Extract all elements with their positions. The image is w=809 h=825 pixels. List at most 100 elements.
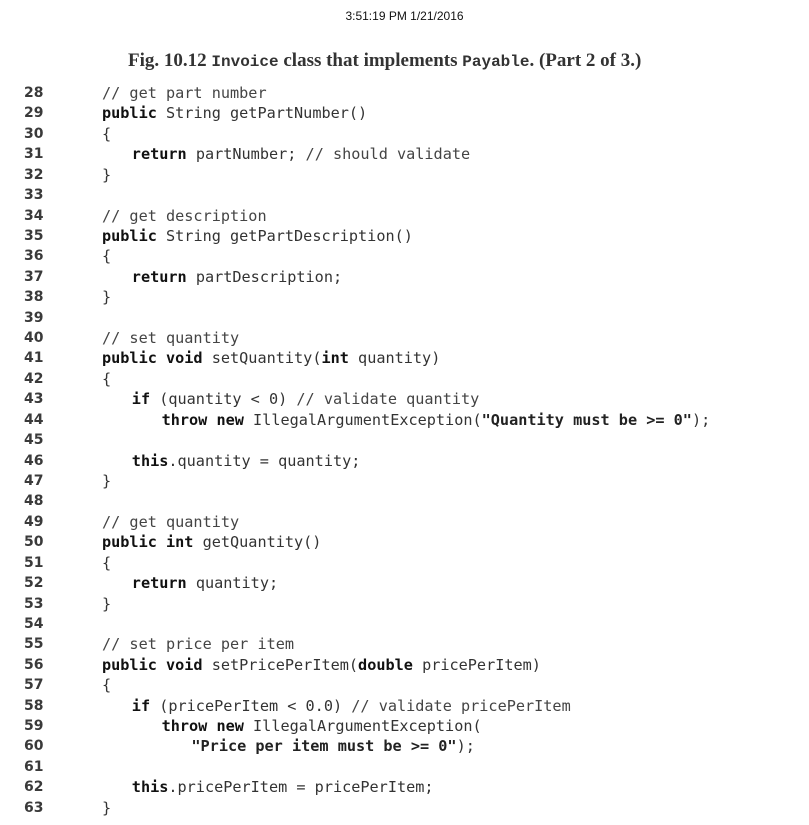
code-token: } xyxy=(102,288,112,307)
comment: // get description xyxy=(102,206,267,225)
code-token: quantity; xyxy=(186,574,279,593)
code-text: // set price per item xyxy=(102,634,294,654)
line-number: 41 xyxy=(24,350,44,367)
line-number: 44 xyxy=(24,411,44,428)
line-number: 46 xyxy=(24,452,44,469)
code-text: public int getQuantity() xyxy=(102,532,321,552)
code-text: { xyxy=(102,675,111,695)
line-number: 48 xyxy=(24,493,44,510)
code-text: } xyxy=(102,594,111,614)
line-number: 55 xyxy=(24,636,44,653)
code-token: { xyxy=(102,553,112,572)
code-token: setPricePerItem( xyxy=(202,655,359,674)
code-text: // get part number xyxy=(102,83,267,103)
line-number: 32 xyxy=(24,166,44,183)
code-text: return partDescription; xyxy=(132,267,342,287)
line-number: 37 xyxy=(24,268,44,285)
code-token: IllegalArgumentException( xyxy=(243,410,482,429)
code-token: .quantity = quantity; xyxy=(168,451,361,470)
keyword: public void xyxy=(102,349,203,368)
line-number: 38 xyxy=(24,289,44,306)
line-number: 30 xyxy=(24,125,44,142)
line-number: 63 xyxy=(24,799,44,816)
line-number: 29 xyxy=(24,105,44,122)
line-number: 50 xyxy=(24,534,44,551)
code-token: quantity) xyxy=(348,349,441,368)
line-number: 34 xyxy=(24,207,44,224)
line-number: 57 xyxy=(24,677,44,694)
code-text: } xyxy=(102,287,111,307)
code-text: } xyxy=(102,165,111,185)
code-text: throw new IllegalArgumentException( xyxy=(162,716,482,736)
code-token: { xyxy=(102,124,112,143)
code-text: public String getPartDescription() xyxy=(102,226,413,246)
line-number: 54 xyxy=(24,615,44,632)
caption-interface-name: Payable xyxy=(462,53,530,71)
comment: // validate pricePerItem xyxy=(351,696,571,715)
code-token: } xyxy=(102,798,112,817)
code-text: // set quantity xyxy=(102,328,239,348)
line-number: 33 xyxy=(24,187,44,204)
timestamp: 3:51:19 PM 1/21/2016 xyxy=(345,9,464,23)
keyword: public void xyxy=(102,655,203,674)
keyword: return xyxy=(131,574,187,593)
keyword: return xyxy=(131,267,187,286)
line-number: 59 xyxy=(24,718,44,735)
keyword: this xyxy=(131,451,169,470)
keyword: return xyxy=(131,145,187,164)
caption-class-name: Invoice xyxy=(211,53,279,71)
line-number: 62 xyxy=(24,779,44,796)
line-number: 36 xyxy=(24,248,44,265)
caption-middle: class that implements xyxy=(278,50,463,71)
code-token: ); xyxy=(456,737,475,756)
code-text: { xyxy=(102,246,111,266)
code-token: { xyxy=(102,676,112,695)
code-token: { xyxy=(102,369,112,388)
line-number: 28 xyxy=(24,85,44,101)
string-literal: "Quantity must be >= 0" xyxy=(481,410,692,429)
keyword: throw new xyxy=(161,410,244,429)
code-token: IllegalArgumentException( xyxy=(243,717,482,736)
code-text: this.quantity = quantity; xyxy=(132,451,361,471)
line-number: 40 xyxy=(24,330,44,347)
code-text: if (quantity < 0) // validate quantity xyxy=(132,389,479,409)
comment: // should validate xyxy=(305,145,471,164)
code-token: partNumber; xyxy=(186,145,306,164)
line-number: 42 xyxy=(24,370,44,387)
code-text: // get quantity xyxy=(102,512,239,532)
code-text: { xyxy=(102,369,111,389)
code-text: public void setPricePerItem(double price… xyxy=(102,655,541,675)
keyword: public xyxy=(102,104,157,123)
code-text: this.pricePerItem = pricePerItem; xyxy=(132,777,434,797)
keyword: int xyxy=(321,349,349,368)
comment: // set quantity xyxy=(102,329,240,348)
code-token: } xyxy=(102,594,112,613)
comment: // get quantity xyxy=(102,512,240,531)
code-token: String getPartNumber() xyxy=(156,104,368,123)
code-text: { xyxy=(102,553,111,573)
keyword: public int xyxy=(102,533,194,552)
code-text: "Price per item must be >= 0"); xyxy=(191,736,474,756)
code-text: } xyxy=(102,798,111,818)
line-number: 56 xyxy=(24,656,44,673)
caption-suffix: . (Part 2 of 3.) xyxy=(529,50,642,71)
code-token: .pricePerItem = pricePerItem; xyxy=(168,778,434,797)
keyword: this xyxy=(131,778,169,797)
line-number: 43 xyxy=(24,391,44,408)
keyword: double xyxy=(358,655,413,674)
code-token: setQuantity( xyxy=(202,349,322,368)
code-token: } xyxy=(102,165,112,184)
keyword: public xyxy=(102,226,157,245)
code-token: (quantity < 0) xyxy=(150,390,297,409)
code-text: return quantity; xyxy=(132,573,278,593)
code-text: } xyxy=(102,471,111,491)
code-text: if (pricePerItem < 0.0) // validate pric… xyxy=(132,696,571,716)
keyword: if xyxy=(131,696,151,715)
code-text: public void setQuantity(int quantity) xyxy=(102,348,440,368)
code-text: throw new IllegalArgumentException("Quan… xyxy=(162,410,711,430)
comment: // get part number xyxy=(102,84,267,102)
line-number: 47 xyxy=(24,472,44,489)
line-number: 52 xyxy=(24,575,44,592)
line-number: 45 xyxy=(24,432,44,449)
line-number: 53 xyxy=(24,595,44,612)
